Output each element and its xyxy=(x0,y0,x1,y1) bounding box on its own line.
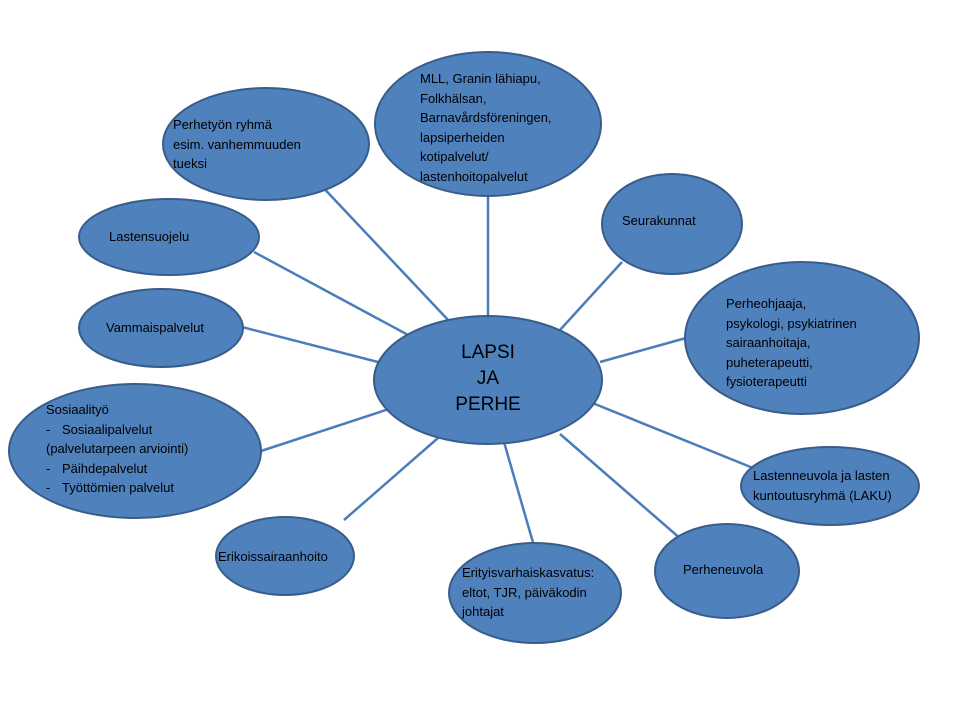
node-label-perhetyo: Perhetyön ryhmä esim. vanhemmuuden tueks… xyxy=(173,115,301,174)
node-label-seurakunnat: Seurakunnat xyxy=(622,211,696,231)
bubbles xyxy=(8,51,920,644)
bullet-dash: - xyxy=(46,421,51,437)
text-line: eltot, TJR, päiväkodin xyxy=(462,584,587,600)
item-text: Työttömien palvelut xyxy=(62,480,175,495)
list-item: -Päihdepalvelut xyxy=(46,459,188,479)
node-label-lastensuojelu: Lastensuojelu xyxy=(109,227,189,247)
node-label-vammaispalvelut: Vammaispalvelut xyxy=(106,318,204,338)
text-line: fysioterapeutti xyxy=(726,374,807,389)
bubble-perheohjaaja xyxy=(684,261,920,415)
connector-vammaispalvelut xyxy=(237,324,379,364)
bullet-dash: - xyxy=(46,460,51,476)
text-line: tueksi xyxy=(173,156,207,171)
connectors xyxy=(237,179,759,547)
item-text: Päihdepalvelut xyxy=(62,460,148,476)
text-line: puheterapeutti, xyxy=(726,354,813,370)
bubble-lastensuojelu xyxy=(78,198,260,276)
node-label-perheohjaaja: Perheohjaaja, psykologi, psykiatrinen sa… xyxy=(726,294,857,392)
text-line: Erikoissairaanhoito xyxy=(218,549,328,564)
text-line: Barnavårdsföreningen, xyxy=(420,110,552,125)
text-line: sairaanhoitaja, xyxy=(726,335,811,350)
bubble-sosiaalityo xyxy=(8,383,262,519)
text-line: kotipalvelut/ xyxy=(420,149,489,164)
connector-seurakunnat xyxy=(559,261,623,331)
node-label-perheneuvola: Perheneuvola xyxy=(683,560,763,580)
node-label-lastenneuvola: Lastenneuvola ja lasten kuntoutusryhmä (… xyxy=(753,466,892,505)
bubble-perheneuvola xyxy=(654,523,800,619)
text-line: Seurakunnat xyxy=(622,213,696,228)
text-line: Perheohjaaja, xyxy=(726,296,807,311)
text-line: johtajat xyxy=(462,604,504,619)
text-line: Erityisvarhaiskasvatus: xyxy=(462,565,595,580)
text-line: Sosiaalityö xyxy=(46,402,109,417)
text-line: Lastenneuvola ja lasten xyxy=(753,468,890,483)
node-label-mll: MLL, Granin lähiapu, Folkhälsan, Barnavå… xyxy=(420,69,552,186)
bubble-perhetyo xyxy=(162,87,370,201)
connector-erikoissairaanhoito xyxy=(343,437,439,521)
bubble-erityisvarhaiskasvatus xyxy=(448,542,622,644)
connector-lastensuojelu xyxy=(253,250,411,338)
item-text: Sosiaalipalvelut xyxy=(62,421,153,437)
text-line: Vammaispalvelut xyxy=(106,320,205,335)
bubble-erikoissairaanhoito xyxy=(215,516,355,596)
text-line: (palvelutarpeen arviointi) xyxy=(46,441,189,456)
center-line-2: JA xyxy=(476,368,500,389)
bubble-lastenneuvola xyxy=(740,446,920,526)
text-line: Perheneuvola xyxy=(683,562,764,577)
text-line: Perhetyön ryhmä xyxy=(173,117,272,132)
text-line: MLL, Granin lähiapu, xyxy=(420,71,541,86)
bubble-seurakunnat xyxy=(601,173,743,275)
connector-lastenneuvola xyxy=(589,400,759,472)
list-item: -Työttömien palvelut xyxy=(46,478,188,498)
connector-sosiaalityo xyxy=(257,404,399,454)
text-line: lastenhoitopalvelut xyxy=(420,168,528,184)
text-line: psykologi, psykiatrinen xyxy=(726,315,857,331)
center-line-1: LAPSI xyxy=(461,342,515,363)
text-line: Lastensuojelu xyxy=(109,229,190,244)
bullet-dash: - xyxy=(46,480,51,495)
node-label-erikoissairaanhoito: Erikoissairaanhoito xyxy=(218,547,328,567)
bubble-mll xyxy=(374,51,602,197)
center-line-3: PERHE xyxy=(455,394,521,415)
node-label-sosiaalityo: Sosiaalityö -Sosiaalipalvelut (palveluta… xyxy=(46,400,188,498)
bubble-center xyxy=(373,315,603,445)
connector-perheneuvola xyxy=(559,433,683,541)
center-label: LAPSI JA PERHE xyxy=(428,340,548,418)
list-item: -Sosiaalipalvelut xyxy=(46,420,188,440)
connector-perhetyo xyxy=(315,179,451,323)
bubble-vammaispalvelut xyxy=(78,288,244,368)
node-label-erityisvarhaiskasvatus: Erityisvarhaiskasvatus: eltot, TJR, päiv… xyxy=(462,563,594,622)
text-line: Folkhälsan, xyxy=(420,90,487,106)
text-line: lapsiperheiden xyxy=(420,129,505,145)
connector-erityisvarhaiskasvatus xyxy=(502,441,536,547)
text-line: esim. vanhemmuuden xyxy=(173,136,301,152)
connector-perheohjaaja xyxy=(599,336,687,364)
text-line: kuntoutusryhmä (LAKU) xyxy=(753,487,892,503)
